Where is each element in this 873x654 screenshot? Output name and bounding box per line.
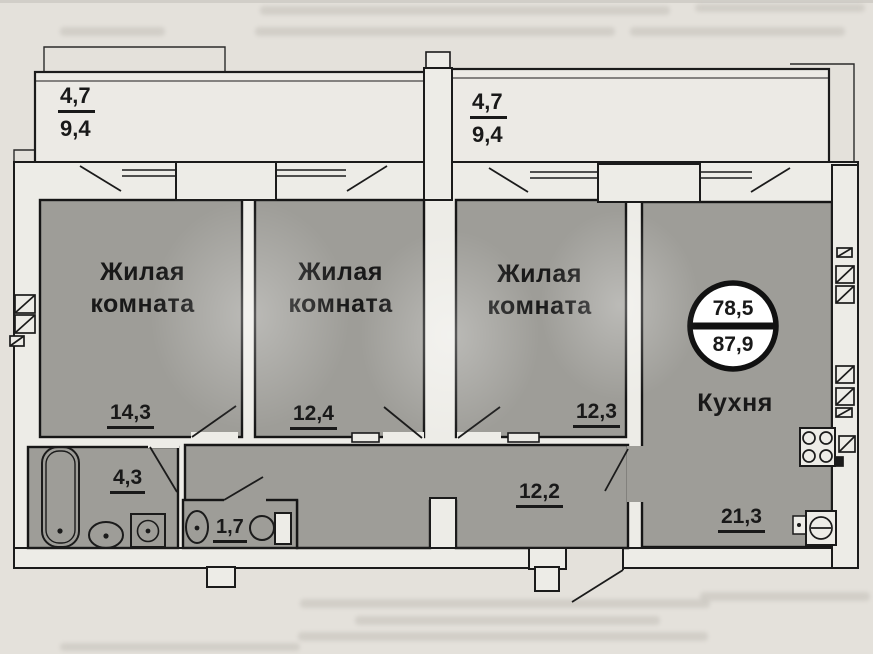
door-swing [488,167,529,193]
door-swing [79,165,122,192]
wc-doorway [224,497,266,503]
toilet-icon [88,521,124,549]
kitchen-sink-icon [792,510,837,546]
windows [122,169,752,179]
balcony-left-area: 4,7 9,4 [58,82,95,142]
kitchen-area: 21,3 [718,505,765,533]
door-swing [571,569,624,603]
balcony-left [33,70,427,169]
print-bleedthrough [255,27,615,36]
wc-area: 1,7 [213,515,247,543]
print-bleedthrough [300,599,710,608]
balcony-left-area-lower: 9,4 [60,116,91,141]
door-swing [191,405,237,438]
living-room-2-floor [253,198,426,439]
pier-between-balconies [423,67,453,201]
total-area-living: 78,5 [712,297,754,320]
balcony-right-area: 4,7 9,4 [470,88,507,148]
bathtub-icon [41,446,80,548]
print-bleedthrough [298,632,708,641]
door-swing [383,406,423,439]
kitchen-doorway [627,446,644,502]
balcony-right-area-lower: 9,4 [472,122,503,147]
living-room-1-area: 14,3 [107,401,154,429]
print-bleedthrough [700,592,870,601]
door-swing [149,446,178,493]
door-swing [457,406,501,439]
door-swing [346,165,388,192]
washbasin-icon [130,513,166,548]
print-bleedthrough [630,27,845,36]
living-room-3-area: 12,3 [573,400,620,428]
living-room-1-floor [38,198,244,439]
door-swing [223,476,264,501]
print-bleedthrough [60,643,300,651]
print-bleedthrough [355,616,660,625]
bathroom-floor [26,445,180,550]
door-swing [604,448,629,492]
wall-stubs [351,432,540,549]
kitchen-floor [640,200,834,549]
balcony-right [448,67,831,169]
kitchen-label: Кухня [697,389,773,417]
entrance-opening [566,549,623,570]
door-swing [750,167,791,193]
print-bleedthrough [260,6,670,15]
living-room-3-label: Жилая комната [487,260,592,320]
wc-toilet-icon [249,512,292,545]
total-area-overall: 87,9 [712,333,754,356]
bathroom-area: 4,3 [110,466,146,494]
wc-sink-icon [185,510,209,544]
window-piers [175,161,701,203]
living-room-2-label: Жилая комната [288,258,393,318]
hallway-area: 12,2 [516,480,563,508]
total-area-badge [687,280,779,372]
balcony-left-area-upper: 4,7 [58,82,95,113]
door-openings [148,432,501,448]
living-room-3-floor [454,198,628,439]
living-room-2-area: 12,4 [290,402,337,430]
door-swings [79,165,791,603]
print-bleedthrough [60,27,165,36]
vent-shaft-icons [9,247,856,467]
balcony-right-area-upper: 4,7 [470,88,507,119]
living-room-1-label: Жилая комната [90,258,195,318]
print-bleedthrough [695,4,865,12]
stove-icon [799,427,836,467]
